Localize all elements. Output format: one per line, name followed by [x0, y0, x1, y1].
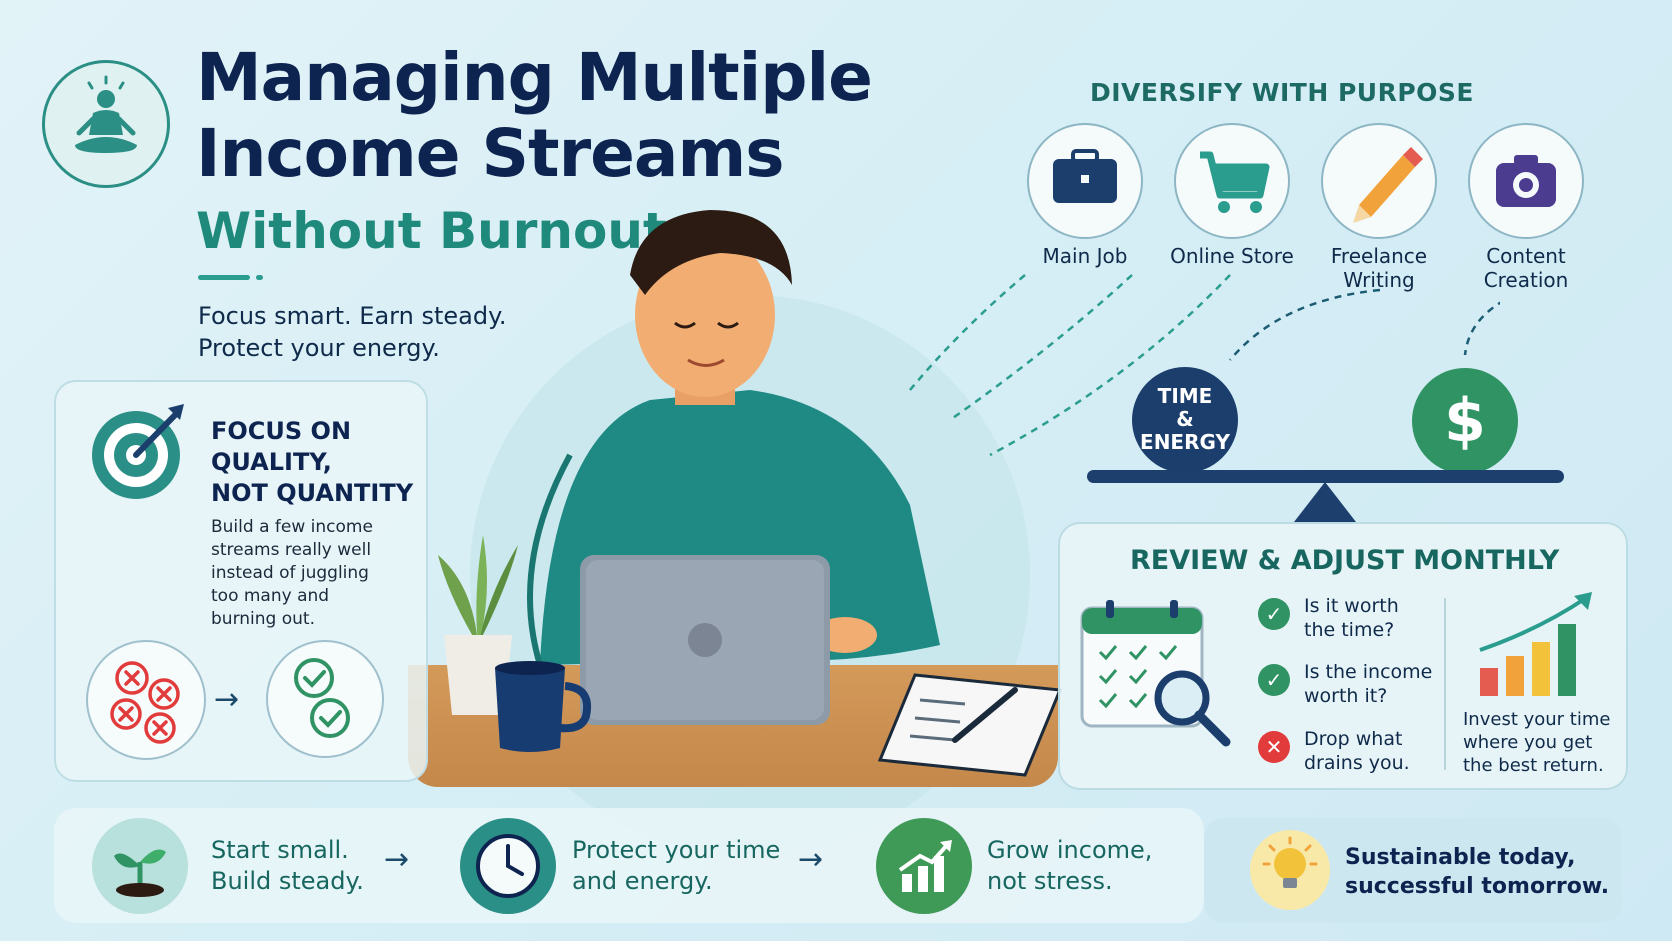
review-item: Drop what drains you. [1304, 728, 1410, 774]
plant [438, 535, 518, 715]
step-text: Start small. Build steady. [211, 836, 364, 895]
review-divider [1444, 598, 1446, 770]
review-item: Is the income worth it? [1304, 661, 1433, 707]
coffee-mug [495, 661, 591, 752]
final-message: Sustainable today, successful tomorrow. [1345, 845, 1610, 899]
meditation-logo [42, 60, 170, 188]
seesaw-beam [1087, 470, 1564, 483]
step-icon-circle [460, 818, 556, 914]
stream-main-job [1027, 123, 1143, 239]
cross-icon: ✕ [1258, 731, 1290, 763]
step-icon-circle [876, 818, 972, 914]
review-item: Is it worth the time? [1304, 595, 1399, 641]
stream-label: Freelance Writing [1330, 244, 1428, 292]
step-text: Protect your time and energy. [572, 836, 781, 895]
money-weight: $ [1412, 368, 1518, 474]
cross-marks-icon [110, 661, 180, 744]
stream-content-creation [1468, 123, 1584, 239]
growth-chart-icon [898, 840, 952, 892]
sprout-icon [114, 849, 166, 897]
laptop [580, 555, 830, 725]
check-icon: ✓ [1258, 664, 1290, 696]
target-icon [92, 404, 184, 499]
title-divider-dot [256, 275, 263, 280]
calendar-magnifier-icon [1080, 600, 1231, 747]
camera-icon [1496, 155, 1556, 207]
review-title: REVIEW & ADJUST MONTHLY [1130, 545, 1560, 576]
step-icon-circle [1250, 830, 1330, 910]
title-divider [198, 275, 250, 280]
growth-bars-icon [1479, 592, 1592, 696]
arrow-right-icon: → [214, 682, 240, 717]
stream-connectors [909, 274, 1500, 457]
check-icon: ✓ [1258, 598, 1290, 630]
stream-freelance-writing [1321, 123, 1437, 239]
stream-label: Main Job [1042, 244, 1128, 268]
fewer-streams-graphic [266, 640, 384, 758]
time-energy-weight: TIME & ENERGY [1132, 367, 1238, 473]
seesaw-fulcrum [1294, 482, 1356, 522]
clock-icon [476, 834, 540, 898]
stream-label: Online Store [1170, 244, 1294, 268]
lightbulb-icon [1262, 836, 1318, 888]
page-subtitle: Without Burnout [196, 202, 667, 260]
check-marks-icon [294, 658, 350, 738]
too-many-streams-graphic [86, 640, 206, 760]
arrow-right-icon: → [384, 842, 410, 877]
steps-strip [54, 808, 1204, 923]
notebook [877, 673, 1063, 777]
focus-heading: FOCUS ON QUALITY, NOT QUANTITY [211, 417, 414, 507]
diversify-title: DIVERSIFY WITH PURPOSE [1090, 78, 1475, 107]
shopping-cart-icon [1200, 151, 1270, 213]
pencil-icon [1353, 147, 1423, 223]
stream-online-store [1174, 123, 1290, 239]
focus-description: Build a few income streams really well i… [211, 517, 373, 629]
step-icon-circle [92, 818, 188, 914]
arrow-right-icon: → [798, 842, 824, 877]
invest-note: Invest your time where you get the best … [1463, 709, 1611, 776]
step-text: Grow income, not stress. [987, 836, 1153, 895]
page-title: Managing Multiple Income Streams [196, 39, 873, 192]
tagline: Focus smart. Earn steady. Protect your e… [198, 302, 507, 362]
briefcase-icon [1053, 149, 1117, 203]
stream-label: Content Creation [1483, 244, 1569, 292]
meditation-icon [75, 75, 137, 153]
